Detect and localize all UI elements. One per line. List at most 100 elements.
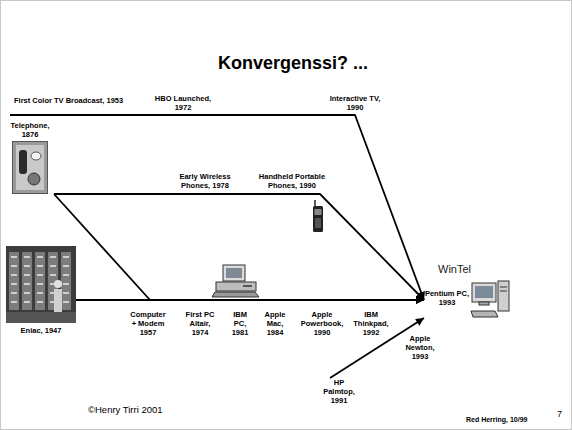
pentium-box: WinTelPentium PC, 1993 — [424, 262, 516, 320]
label-slot: HBO Launched, 1972 — [150, 94, 216, 112]
pc-case — [216, 282, 256, 291]
label-slot: Apple Powerbook, 1990 — [298, 310, 346, 337]
eniac-picture — [6, 246, 76, 323]
label-slot: Apple Mac, 1984 — [261, 310, 289, 337]
eniac-panel — [22, 252, 32, 310]
phone-antenna — [314, 200, 316, 206]
eniac-panel — [35, 252, 45, 310]
timeline-event: IBM Thinkpad, 1992 — [350, 310, 392, 337]
eniac-operator-body — [54, 289, 62, 313]
monitor-screen — [475, 286, 493, 298]
label-slot: Interactive TV, 1990 — [322, 94, 388, 112]
label-slot: Computer + Modem 1957 — [128, 310, 168, 337]
phone-body — [313, 206, 323, 232]
label-slot: Handheld Portable Phones, 1990 — [254, 172, 330, 190]
pc-drive — [243, 285, 252, 287]
eniac-switch-row — [11, 265, 17, 267]
phone-screen — [315, 209, 322, 215]
timeline-event: Apple Powerbook, 1990 — [298, 310, 346, 337]
eniac-switch-row — [37, 265, 43, 267]
monitor — [472, 283, 496, 302]
device-name: Telephone, 1876 — [6, 121, 54, 139]
platform-name: WinTel — [424, 262, 514, 276]
eniac-switch-row — [11, 283, 17, 285]
label-slot: ©Henry Tirri 2001 — [88, 404, 163, 415]
label-slot: IBM Thinkpad, 1992 — [350, 310, 392, 337]
eniac-switch-row — [63, 301, 69, 303]
eniac-switch-row — [24, 301, 30, 303]
label-slot: First PC Altair, 1974 — [182, 310, 218, 337]
timeline-event: IBM PC, 1981 — [228, 310, 252, 337]
eniac-switch-row — [37, 274, 43, 276]
timeline-arrow — [76, 299, 424, 301]
monitor-stand — [479, 302, 489, 305]
keyboard — [471, 311, 498, 317]
timeline-event: Computer + Modem 1957 — [128, 310, 168, 337]
label-slot: 7 — [557, 409, 562, 419]
eniac-panel — [9, 252, 19, 310]
phone-keys — [315, 218, 321, 228]
eniac-floor — [6, 312, 76, 323]
source-note: Red Herring, 10/99 — [466, 416, 527, 424]
label-slot: Apple Newton, 1993 — [400, 334, 440, 361]
telephone-receiver — [19, 150, 27, 174]
eniac-switch-row — [63, 274, 69, 276]
eniac-switch-row — [63, 256, 69, 258]
eniac-operator-head — [54, 280, 62, 288]
eniac-switch-row — [11, 292, 17, 294]
timeline-event: Handheld Portable Phones, 1990 — [254, 172, 330, 190]
telephone-panel — [16, 145, 44, 190]
eniac-switch-row — [11, 256, 17, 258]
eniac-switch-row — [63, 292, 69, 294]
device-name: Pentium PC, 1993 — [424, 289, 470, 307]
tower-drive — [500, 291, 507, 292]
telephone-box: Telephone, 1876 — [6, 121, 54, 194]
pc-icon — [212, 265, 259, 297]
page-number: 7 — [557, 409, 562, 419]
eniac-switch-row — [11, 301, 17, 303]
timeline-event: HBO Launched, 1972 — [150, 94, 216, 112]
timeline-event: Interactive TV, 1990 — [322, 94, 388, 112]
title-slot: Konvergenssi? ... — [193, 52, 393, 74]
tower-drive — [500, 287, 507, 288]
pentium-picture — [470, 278, 510, 318]
eniac-switch-row — [37, 301, 43, 303]
timeline-arrow — [54, 194, 424, 300]
eniac-switch-row — [63, 265, 69, 267]
label-slot: Early Wireless Phones, 1978 — [174, 172, 236, 190]
eniac-switch-row — [50, 274, 56, 276]
eniac-switch-row — [24, 292, 30, 294]
timeline-start: First Color TV Broadcast, 1953 — [10, 94, 138, 115]
phone-picture — [12, 141, 48, 194]
eniac-switch-row — [24, 256, 30, 258]
eniac-switch-row — [37, 283, 43, 285]
eniac-switch-row — [37, 256, 43, 258]
timeline-event: First PC Altair, 1974 — [182, 310, 218, 337]
eniac-switch-row — [24, 283, 30, 285]
tower-case — [498, 281, 509, 311]
eniac-switch-row — [24, 274, 30, 276]
telephone-dial — [28, 173, 40, 185]
eniac-photo — [6, 246, 76, 323]
pc-monitor — [223, 265, 245, 281]
eniac-switch-row — [63, 283, 69, 285]
telephone-bell — [31, 152, 41, 160]
timeline-event: Early Wireless Phones, 1978 — [174, 172, 236, 190]
label-slot: Red Herring, 10/99 — [466, 416, 527, 424]
eniac-panel — [61, 252, 71, 310]
eniac-box: Eniac, 1947 — [6, 246, 76, 335]
slide-title: Konvergenssi? ... — [193, 52, 393, 74]
copyright-note: ©Henry Tirri 2001 — [88, 404, 163, 415]
timeline-event: First Color TV Broadcast, 1953 — [14, 96, 138, 105]
eniac-switch-row — [24, 265, 30, 267]
label-slot: IBM PC, 1981 — [228, 310, 252, 337]
device-name: Eniac, 1947 — [21, 326, 62, 335]
eniac-switch-row — [37, 292, 43, 294]
device-name: HP Palmtop, 1991 — [318, 378, 360, 405]
palmtop-box: HP Palmtop, 1991 — [318, 378, 360, 405]
timeline-event: Apple Newton, 1993 — [400, 334, 440, 361]
timeline-event: Apple Mac, 1984 — [261, 310, 289, 337]
